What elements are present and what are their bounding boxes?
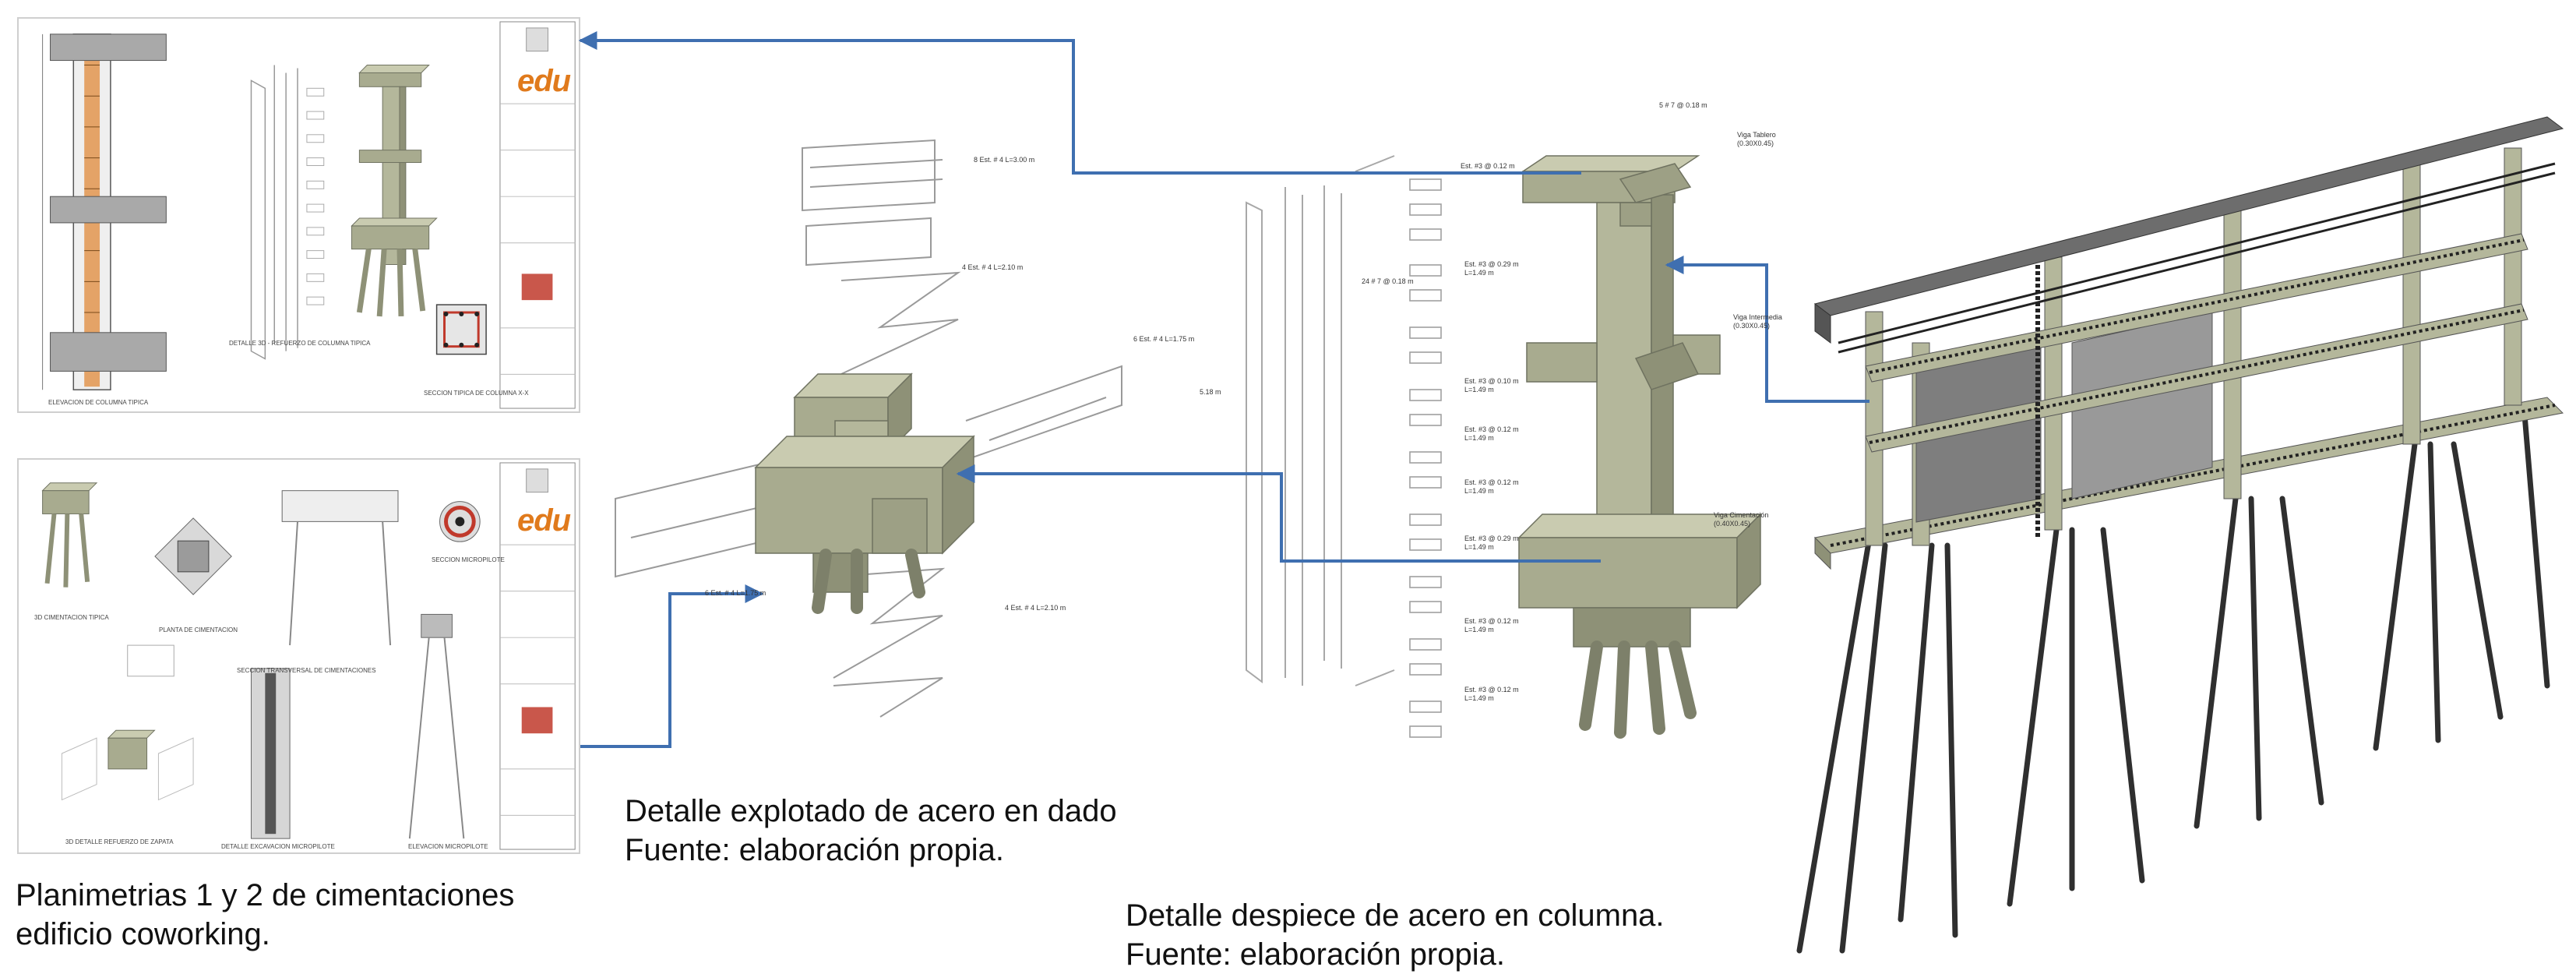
label-excavacion-micropilote: DETALLE EXCAVACION MICROPILOTE (221, 843, 335, 850)
column-annotation-viga-tablero: Viga Tablero (0.30X0.45) (1737, 131, 1776, 147)
label-planta-cimentacion: PLANTA DE CIMENTACION (159, 626, 238, 633)
dado-3d (754, 372, 975, 614)
arrow-structure-to-column (1665, 256, 1869, 403)
column-annotation-est3: Est. #3 @ 0.10 m L=1.49 m (1464, 377, 1519, 393)
caption-dado-line2: Fuente: elaboración propia. (625, 833, 1004, 867)
column-annotation-top: 5 # 7 @ 0.18 m (1659, 101, 1707, 109)
label-seccion-transversal: SECCION TRANSVERSAL DE CIMENTACIONES (237, 667, 376, 674)
arrow-sheet2-to-dado (580, 584, 764, 748)
column-annotation-est8: Est. #3 @ 0.12 m L=1.49 m (1464, 686, 1519, 702)
dado-exploded-rebar (615, 139, 1122, 718)
label-detalle-3d-columna: DETALLE 3D - REFUERZO DE COLUMNA TIPICA (229, 340, 371, 347)
dado-annotation-4: 6 Est. # 4 L=1.75 m (705, 589, 766, 597)
dado-annotation-3: 6 Est. # 4 L=1.75 m (1133, 335, 1195, 343)
column-annotation-est2: Est. #3 @ 0.29 m L=1.49 m (1464, 260, 1519, 277)
column-annotation-rebar-left: 24 # 7 @ 0.18 m (1362, 277, 1414, 285)
caption-columna-line2: Fuente: elaboración propia. (1126, 937, 1505, 972)
label-detalle-zapata: 3D DETALLE REFUERZO DE ZAPATA (65, 838, 174, 845)
caption-planimetrias: Planimetrias 1 y 2 de cimentaciones edif… (16, 876, 514, 954)
column-annotation-est4: Est. #3 @ 0.12 m L=1.49 m (1464, 425, 1519, 442)
edu-logo: edu (517, 503, 571, 538)
caption-planimetrias-line1: Planimetrias 1 y 2 de cimentaciones (16, 878, 515, 912)
label-3d-cimentacion: 3D CIMENTACION TIPICA (34, 614, 109, 621)
column-annotation-viga-intermedia: Viga Intermedia (0.30X0.45) (1733, 313, 1782, 330)
caption-columna: Detalle despiece de acero en columna. Fu… (1126, 896, 1665, 974)
column-annotation-est7: Est. #3 @ 0.12 m L=1.49 m (1464, 617, 1519, 633)
dado-annotation-5: 4 Est. # 4 L=2.10 m (1005, 604, 1066, 612)
column-annotation-len-left: 5.18 m (1200, 388, 1221, 396)
dado-annotation-2: 4 Est. # 4 L=2.10 m (962, 263, 1024, 271)
label-elevacion-columna: ELEVACION DE COLUMNA TIPICA (48, 399, 149, 406)
caption-dado-line1: Detalle explotado de acero en dado (625, 794, 1117, 828)
plan-sheet-1: edu ELEVACION DE COLUMNA TIPICA DETALLE … (17, 17, 580, 413)
plan-sheet-2: edu 3D CIMENTACION TIPICA PLANTA DE CIME… (17, 458, 580, 854)
caption-dado: Detalle explotado de acero en dado Fuent… (625, 792, 1117, 870)
connector-arrows (578, 31, 1869, 748)
label-seccion-columna: SECCION TIPICA DE COLUMNA X-X (424, 390, 529, 397)
column-3d (1517, 155, 1762, 739)
column-exploded-rebar (1246, 155, 1395, 686)
column-annotation-est5: Est. #3 @ 0.12 m L=1.49 m (1464, 478, 1519, 495)
caption-planimetrias-line2: edificio coworking. (16, 917, 270, 951)
column-annotation-est6: Est. #3 @ 0.29 m L=1.49 m (1464, 535, 1519, 551)
arrow-column-to-dado (956, 464, 1601, 563)
label-seccion-micropilote: SECCION MICROPILOTE (432, 556, 505, 563)
edu-logo: edu (517, 64, 571, 98)
structure-3d (1796, 116, 2564, 954)
label-elevacion-micropilote: ELEVACION MICROPILOTE (408, 843, 488, 850)
arrow-column-to-sheet1 (578, 31, 1581, 175)
caption-columna-line1: Detalle despiece de acero en columna. (1126, 898, 1665, 933)
sheet-1-drawing (42, 21, 576, 409)
sheet-2-drawing (41, 462, 576, 850)
column-annotation-viga-cimentacion: Viga Cimentación (0.40X0.45) (1714, 511, 1769, 528)
dado-annotation-1: 8 Est. # 4 L=3.00 m (974, 156, 1035, 164)
column-annotation-est1: Est. #3 @ 0.12 m (1461, 162, 1515, 170)
column-stirrups (1409, 178, 1442, 738)
